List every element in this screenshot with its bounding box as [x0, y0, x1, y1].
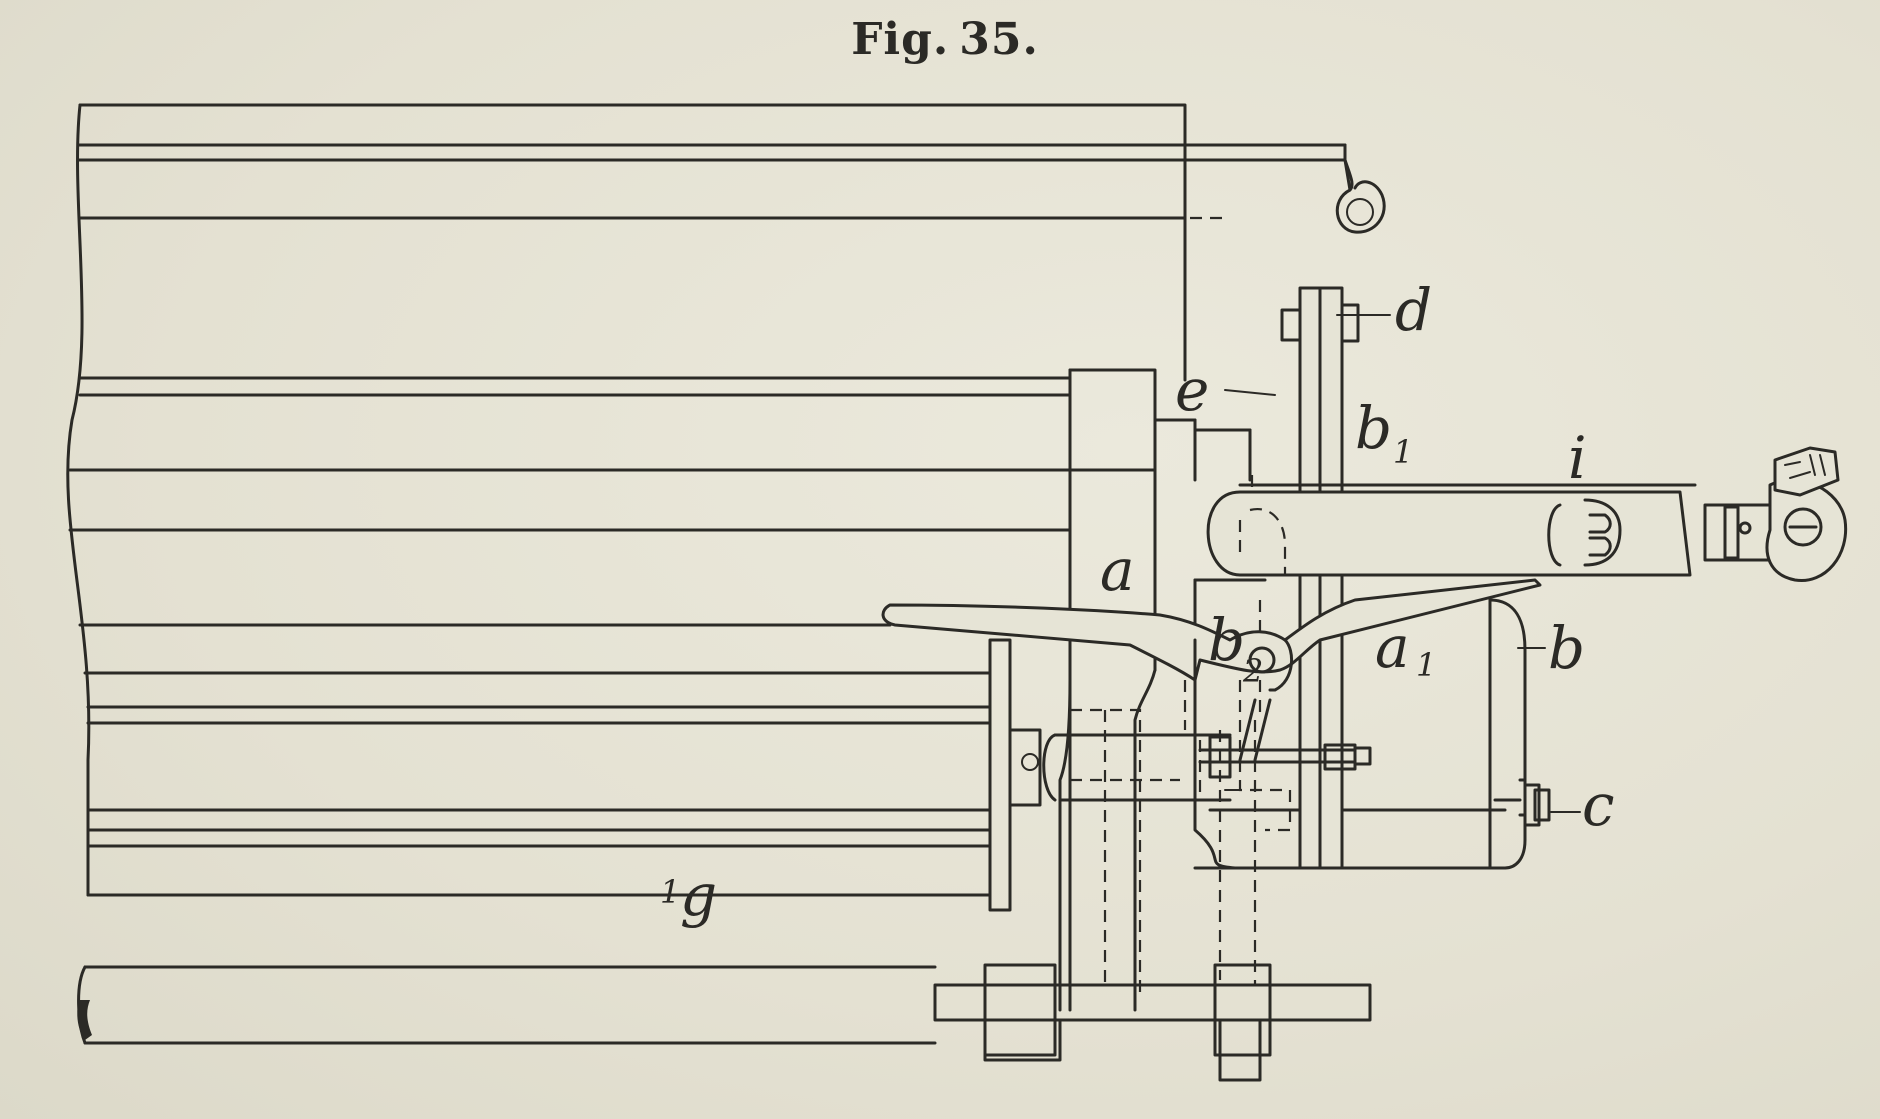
label-g1-sub: 1 [660, 873, 680, 911]
lower-shaft [77, 965, 1372, 1045]
label-b1-sub: 1 [1393, 433, 1413, 471]
label-d: d [1395, 276, 1432, 344]
label-e: e [1175, 356, 1209, 424]
hook [1150, 143, 1386, 234]
label-g1: g [680, 861, 717, 929]
caption-prefix: Fig. [851, 14, 950, 65]
label-b: b [1548, 614, 1585, 682]
label-a: a [1100, 536, 1135, 604]
housing-b [1193, 578, 1551, 870]
rod-b1 [1198, 286, 1372, 870]
lever-a [881, 578, 1542, 762]
label-b1: b [1355, 394, 1392, 462]
roller-body [66, 103, 1187, 897]
arm-i [1206, 483, 1697, 577]
label-c: c [1582, 771, 1614, 839]
label-a1-sub: 1 [1416, 646, 1436, 684]
label-a1: a [1375, 613, 1410, 681]
label-b2: b [1208, 606, 1245, 674]
label-b2-sub: 2 [1242, 652, 1263, 690]
labels: d e b 1 i a b 2 a 1 b c g 1 [660, 276, 1614, 929]
leader-lines [1224, 314, 1581, 813]
caption-number: 35. [959, 14, 1039, 65]
label-i: i [1568, 424, 1587, 492]
flange-plate [988, 638, 1232, 912]
column-a [1058, 368, 1252, 1012]
figure-caption: Fig.35. [0, 14, 1880, 65]
base-plate [933, 963, 1372, 1082]
end-clamp [1703, 446, 1848, 583]
